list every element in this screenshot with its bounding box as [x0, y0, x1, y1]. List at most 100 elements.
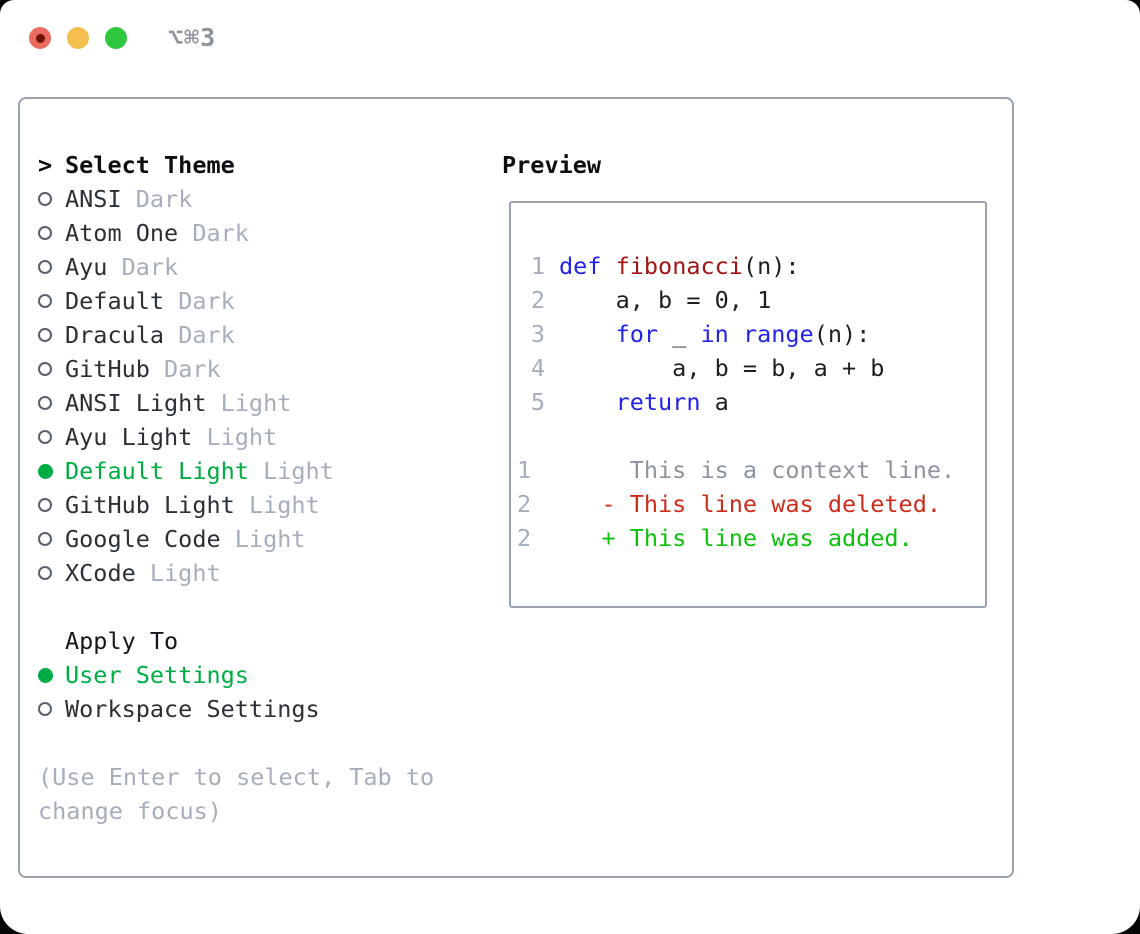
- radio-unselected-icon: [38, 532, 65, 546]
- radio-unselected-icon: [38, 498, 65, 512]
- theme-name: GitHub Light: [65, 491, 249, 519]
- radio-unselected-icon: [38, 294, 65, 308]
- theme-option-xcode[interactable]: XCode Light: [38, 556, 468, 590]
- theme-variant-badge: Dark: [178, 287, 235, 315]
- line-number: 3: [530, 320, 545, 348]
- token-keyword: return: [615, 388, 701, 416]
- code-line: 2 a, b = 0, 1: [517, 283, 981, 317]
- theme-option-ayu[interactable]: Ayu Dark: [38, 250, 468, 284]
- apply-option-label: User Settings: [65, 661, 249, 689]
- apply-to-title: Apply To: [65, 627, 179, 655]
- theme-name: Atom One: [65, 219, 193, 247]
- minimize-button[interactable]: [67, 27, 89, 49]
- diff-line-added: 2 + This line was added.: [517, 521, 981, 555]
- code-line: 4 a, b = b, a + b: [517, 351, 981, 385]
- theme-name: ANSI Light: [65, 389, 221, 417]
- theme-name: Dracula: [65, 321, 179, 349]
- theme-name: Ayu: [65, 253, 122, 281]
- radio-selected-icon: [38, 667, 65, 683]
- hint-text: (Use Enter to select, Tab to change focu…: [38, 763, 435, 825]
- spacer: [38, 590, 468, 624]
- diff-text: - This line was deleted.: [559, 490, 942, 518]
- theme-option-default-light[interactable]: Default Light Light: [38, 454, 468, 488]
- line-number: 1: [517, 456, 532, 484]
- theme-option-ayu-light[interactable]: Ayu Light Light: [38, 420, 468, 454]
- maximize-button[interactable]: [105, 27, 127, 49]
- theme-name: Default: [65, 287, 179, 315]
- prompt-caret-icon: >: [38, 151, 53, 179]
- code-line: 1 def fibonacci(n):: [517, 249, 981, 283]
- theme-option-default[interactable]: Default Dark: [38, 284, 468, 318]
- theme-option-github[interactable]: GitHub Dark: [38, 352, 468, 386]
- code-text: for _ in range(n):: [559, 317, 871, 351]
- radio-unselected-icon: [38, 566, 65, 580]
- theme-name: ANSI: [65, 185, 136, 213]
- line-number: 1: [530, 252, 545, 280]
- token-plain: a, b = 0, 1: [559, 286, 772, 314]
- unsaved-changes-dot: [35, 33, 45, 43]
- radio-unselected-icon: [38, 362, 65, 376]
- token-plain: [559, 320, 616, 348]
- radio-unselected-icon: [38, 430, 65, 444]
- theme-variant-badge: Dark: [135, 185, 193, 213]
- theme-option-google-code[interactable]: Google Code Light: [38, 522, 468, 556]
- token-plain: _: [658, 320, 701, 348]
- close-button[interactable]: [29, 27, 51, 49]
- line-number: 2: [517, 490, 532, 518]
- theme-option-ansi[interactable]: ANSI Dark: [38, 182, 468, 216]
- diff-text: + This line was added.: [559, 524, 913, 552]
- apply-option-user-settings[interactable]: User Settings: [38, 658, 468, 692]
- theme-name: Ayu Light: [65, 423, 207, 451]
- preview-header: Preview: [502, 151, 602, 179]
- radio-unselected-icon: [38, 328, 65, 342]
- theme-variant-badge: Light: [263, 457, 334, 485]
- radio-unselected-icon: [38, 226, 65, 240]
- theme-option-dracula[interactable]: Dracula Dark: [38, 318, 468, 352]
- line-number: 4: [530, 354, 545, 382]
- theme-variant-badge: Dark: [121, 253, 179, 281]
- radio-unselected-icon: [38, 396, 65, 410]
- token-function: fibonacci: [615, 252, 743, 280]
- apply-option-workspace-settings[interactable]: Workspace Settings: [38, 692, 468, 726]
- apply-option-label: Workspace Settings: [65, 695, 320, 723]
- diff-line-deleted: 2 - This line was deleted.: [517, 487, 981, 521]
- spacer: [38, 726, 468, 760]
- theme-option-github-light[interactable]: GitHub Light Light: [38, 488, 468, 522]
- token-plain: [559, 388, 616, 416]
- token-keyword: def: [559, 252, 602, 280]
- select-theme-header: > Select Theme: [38, 148, 468, 182]
- tab-shortcut-label: ⌥⌘3: [168, 23, 217, 52]
- theme-name: GitHub: [65, 355, 165, 383]
- line-number: 2: [517, 524, 532, 552]
- code-text: a, b = 0, 1: [559, 283, 772, 317]
- theme-variant-badge: Light: [220, 389, 292, 417]
- line-number: 2: [530, 286, 545, 314]
- token-keyword: range: [742, 320, 814, 348]
- theme-variant-badge: Light: [248, 491, 320, 519]
- theme-name: XCode: [65, 559, 150, 587]
- diff-preview: 1 This is a context line.2 - This line w…: [517, 453, 981, 555]
- theme-option-atom-one[interactable]: Atom One Dark: [38, 216, 468, 250]
- theme-variant-badge: Dark: [192, 219, 249, 247]
- titlebar: ⌥⌘3: [0, 0, 1140, 76]
- theme-option-ansi-light[interactable]: ANSI Light Light: [38, 386, 468, 420]
- token-keyword: in: [700, 320, 729, 348]
- radio-unselected-icon: [38, 702, 65, 716]
- theme-variant-badge: Light: [206, 423, 278, 451]
- code-text: def fibonacci(n):: [559, 249, 800, 283]
- line-number: 5: [530, 388, 545, 416]
- token-plain: (n):: [813, 320, 871, 348]
- traffic-lights: [29, 27, 127, 49]
- token-plain: [601, 252, 615, 280]
- radio-selected-icon: [38, 463, 65, 479]
- radio-unselected-icon: [38, 260, 65, 274]
- theme-name: Default Light: [65, 457, 264, 485]
- theme-name: Google Code: [65, 525, 235, 553]
